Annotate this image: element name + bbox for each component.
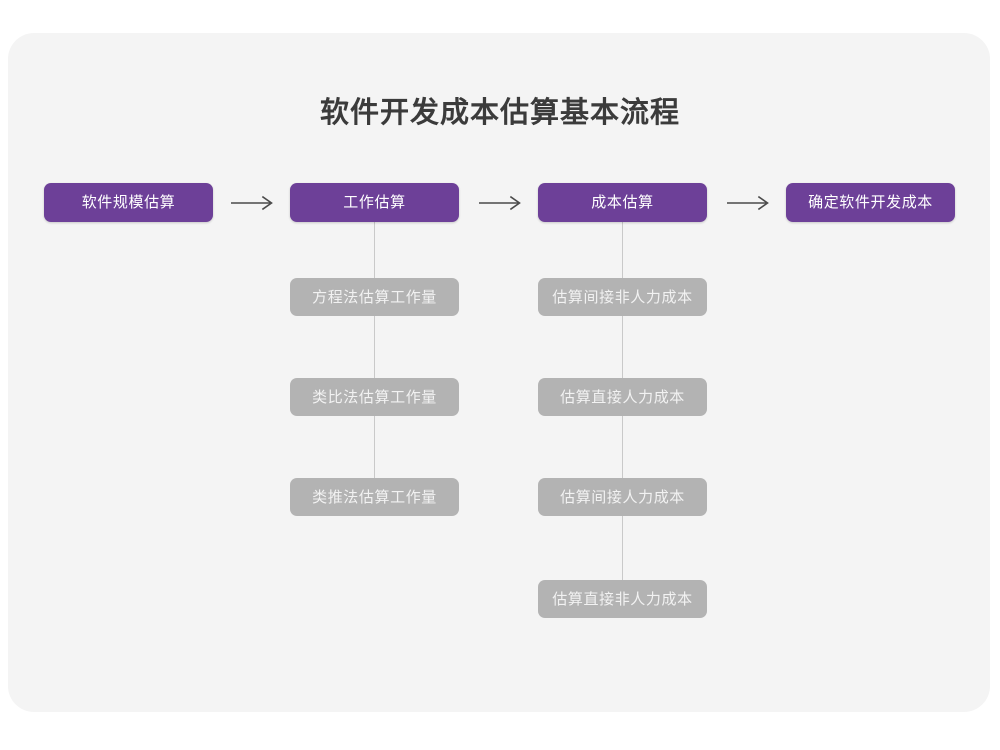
arrow-right-icon xyxy=(479,195,521,211)
stage-node-2-label: 工作估算 xyxy=(343,194,406,211)
substep-node-c3-4-label: 估算直接非人力成本 xyxy=(552,590,693,608)
substep-node-c3-1[interactable]: 估算间接非人力成本 xyxy=(538,278,707,316)
substep-node-c2-3[interactable]: 类推法估算工作量 xyxy=(290,478,459,516)
flow-arrow-1 xyxy=(228,189,278,217)
substep-node-c2-3-label: 类推法估算工作量 xyxy=(312,488,437,506)
arrow-right-icon xyxy=(231,195,273,211)
page-title: 软件开发成本估算基本流程 xyxy=(319,97,680,129)
stage-node-4[interactable]: 确定软件开发成本 xyxy=(786,183,955,222)
arrow-right-icon xyxy=(727,195,769,211)
stage-node-4-label: 确定软件开发成本 xyxy=(808,194,933,211)
stage-node-2[interactable]: 工作估算 xyxy=(290,183,459,222)
substep-node-c3-2[interactable]: 估算直接人力成本 xyxy=(538,378,707,416)
substep-node-c3-2-label: 估算直接人力成本 xyxy=(560,388,685,406)
flow-arrow-2 xyxy=(476,189,526,217)
connector-line-column-2 xyxy=(374,209,375,498)
flow-arrow-3 xyxy=(724,189,774,217)
substep-node-c2-2[interactable]: 类比法估算工作量 xyxy=(290,378,459,416)
substep-node-c2-1[interactable]: 方程法估算工作量 xyxy=(290,278,459,316)
content-card xyxy=(8,33,990,712)
stage-node-1-label: 软件规模估算 xyxy=(81,194,176,211)
substep-node-c2-1-label: 方程法估算工作量 xyxy=(312,288,437,306)
substep-node-c3-1-label: 估算间接非人力成本 xyxy=(552,288,693,306)
stage-node-1[interactable]: 软件规模估算 xyxy=(44,183,213,222)
substep-node-c3-3-label: 估算间接人力成本 xyxy=(560,488,685,506)
substep-node-c3-3[interactable]: 估算间接人力成本 xyxy=(538,478,707,516)
stage-node-3[interactable]: 成本估算 xyxy=(538,183,707,222)
substep-node-c2-2-label: 类比法估算工作量 xyxy=(312,388,437,406)
stage-node-3-label: 成本估算 xyxy=(591,194,654,211)
substep-node-c3-4[interactable]: 估算直接非人力成本 xyxy=(538,580,707,618)
